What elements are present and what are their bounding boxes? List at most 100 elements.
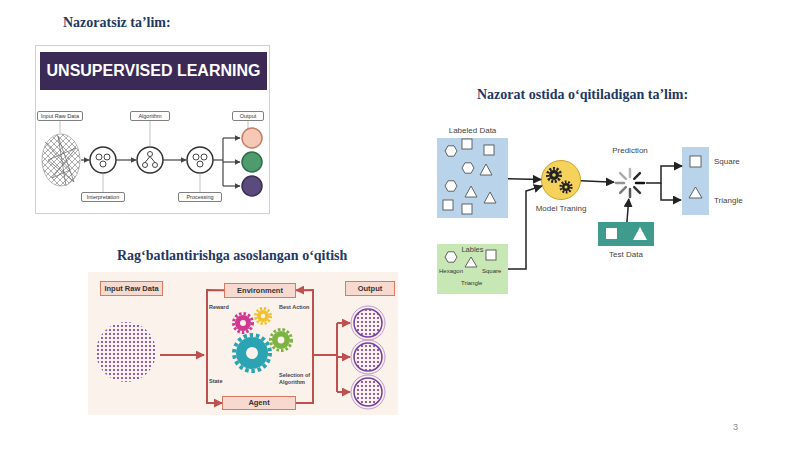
supervised-illustration [561,182,572,193]
process-box: Agent [222,396,296,410]
supervised-illustration [629,169,632,177]
supervised-illustration [552,173,556,177]
supervised-illustration [606,228,617,239]
unsupervised-illustration [45,136,76,186]
reinforcement-illustration [234,314,253,333]
banner-title: UNSUPERVISED LEARNING [40,52,267,90]
unsupervised-illustration [242,176,262,196]
connector-arrow [508,186,542,269]
supervised-illustration [480,164,492,175]
node-text: Triangle [714,196,743,205]
data-box: LablesHexagonSquareTriangle [437,244,508,294]
supervised-illustration [486,250,496,260]
supervised-illustration [548,169,561,182]
output-box: SquareTriangle [682,147,709,215]
unsupervised-illustration [223,185,240,186]
reinforcement-illustration [236,337,268,369]
unsupervised-illustration [163,159,186,160]
reinforcement-illustration [354,378,382,406]
node-text: Lables [437,245,508,255]
node-text: Interpretation [82,193,124,201]
edge-label: Reward [209,304,229,310]
unsupervised-illustration [148,152,153,157]
panel: Nazoratsiz ta’lim:UNSUPERVISED LEARNINGI… [35,45,270,214]
supervised-illustration [633,227,647,240]
supervised-illustration [616,169,644,197]
reinforcement-illustration [96,306,385,409]
prediction-mark: Prediction [614,167,646,199]
reinforcement-illustration [234,335,270,371]
node-text: Output [346,282,394,295]
connector-arrow [627,199,629,222]
unsupervised-illustration [153,163,158,168]
unsupervised-illustration [242,152,262,172]
node-text: Output [233,112,263,120]
unsupervised-illustration [201,154,207,160]
unsupervised-illustration [193,154,199,160]
supervised-illustration [484,192,496,203]
supervised-illustration [636,182,644,185]
node-text: Square [714,157,740,166]
reinforcement-illustration [351,340,385,374]
step-label: Output [232,111,264,121]
supervised-illustration [443,200,453,210]
unsupervised-illustration [213,159,223,160]
supervised-illustration [620,187,626,193]
reinforcement-illustration [337,356,350,358]
connector-layer [207,166,682,403]
supervised-illustration [445,252,457,262]
edge-label: Best Action [279,304,309,310]
node-text: Input Raw Data [38,112,82,120]
reinforcement-illustration [261,314,265,318]
section-heading: Nazorat ostida o‘qitiladigan ta’lim: [477,87,688,103]
connector-arrow [508,178,541,180]
process-box: Input Raw Data [100,281,163,296]
node-text: Agent [223,397,295,409]
reinforcement-illustration [240,320,246,326]
reinforcement-illustration [235,315,251,331]
supervised-illustration [465,257,477,267]
unsupervised-illustration [42,134,80,186]
supervised-illustration [465,186,477,197]
process-box: Environment [224,283,296,298]
reinforcement-illustration [271,330,292,351]
reinforcement-illustration [257,310,269,322]
supervised-illustration [443,139,702,267]
connector-arrow [207,290,224,403]
unsupervised-illustration [187,147,213,173]
node-text: Labeled Data [437,125,508,137]
node-text: Algorithm [131,112,169,120]
process-circle: Model Traning [541,160,581,200]
connector-arrow [296,290,313,403]
node-text: Prediction [600,146,660,156]
reinforcement-illustration [278,337,285,344]
reinforcement-illustration [313,354,337,356]
data-box: Test Data [598,222,654,246]
unsupervised-illustration [104,154,110,160]
step-label: Input Raw Data [37,111,83,121]
data-box: Labeled Data [437,138,508,218]
panel: Rag‘batlantirishga asoslangan o‘qitishIn… [88,272,398,415]
unsupervised-illustration [223,137,240,138]
unsupervised-illustration [222,138,223,186]
reinforcement-illustration [337,391,350,393]
connector-arrow [581,181,614,182]
supervised-illustration [445,181,457,191]
reinforcement-illustration [351,375,385,409]
unsupervised-illustration [242,128,262,148]
step-label: Interpretation [81,192,125,202]
unsupervised-illustration [143,163,148,168]
unsupervised-illustration [145,157,155,163]
supervised-illustration [562,183,570,191]
supervised-illustration [620,173,626,179]
reinforcement-illustration [160,354,204,356]
reinforcement-illustration [96,322,156,382]
reinforcement-illustration [246,347,258,359]
reinforcement-illustration [354,309,382,337]
supervised-illustration [616,182,624,185]
step-label: Processing [178,192,222,202]
supervised-illustration [462,163,474,173]
unsupervised-illustration [60,121,248,192]
